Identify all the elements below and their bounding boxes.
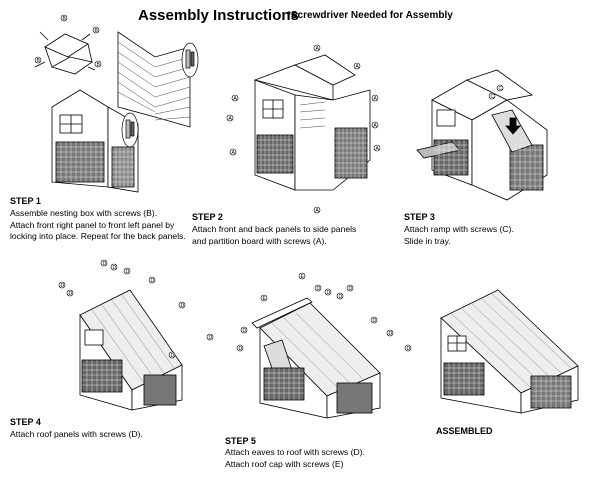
svg-text:D: D bbox=[69, 291, 73, 297]
svg-text:E: E bbox=[301, 274, 305, 280]
step2-text: Attach front and back panels to side pan… bbox=[192, 224, 357, 246]
svg-text:A: A bbox=[229, 116, 233, 122]
svg-text:D: D bbox=[103, 261, 107, 267]
assembled-heading: ASSEMBLED bbox=[436, 426, 493, 436]
svg-text:C: C bbox=[491, 94, 495, 100]
svg-text:A: A bbox=[232, 150, 236, 156]
svg-text:A: A bbox=[356, 64, 360, 70]
front-panels bbox=[51, 89, 139, 193]
step1-text: Assemble nesting box with screws (B). At… bbox=[10, 208, 186, 241]
step3-heading: STEP 3 bbox=[404, 212, 435, 222]
step5-text: Attach eaves to roof with screws (D). At… bbox=[225, 447, 365, 469]
back-panels bbox=[117, 31, 191, 128]
svg-text:D: D bbox=[373, 318, 377, 324]
step5-figure: E E D D D D D D D D D bbox=[232, 268, 422, 428]
svg-text:D: D bbox=[407, 346, 411, 352]
svg-text:E: E bbox=[263, 296, 267, 302]
lock-detail-bottom bbox=[121, 112, 139, 148]
step3-text: Attach ramp with screws (C). Slide in tr… bbox=[404, 224, 514, 246]
svg-text:D: D bbox=[243, 328, 247, 334]
nesting-box-parts bbox=[34, 31, 96, 75]
svg-text:A: A bbox=[234, 96, 238, 102]
svg-text:D: D bbox=[349, 286, 353, 292]
svg-text:A: A bbox=[376, 146, 380, 152]
svg-text:D: D bbox=[317, 286, 321, 292]
svg-text:B: B bbox=[97, 62, 101, 68]
screwdriver-note: *Screwdriver Needed for Assembly bbox=[287, 10, 453, 21]
screw-c-callouts: C C bbox=[488, 84, 504, 100]
svg-text:D: D bbox=[126, 269, 130, 275]
screw-callouts-step5: E E D D D D D D D D D bbox=[236, 272, 412, 352]
svg-text:C: C bbox=[499, 86, 503, 92]
svg-text:D: D bbox=[327, 290, 331, 296]
svg-text:A: A bbox=[316, 208, 320, 214]
step2-figure: A A A A A A A A A bbox=[225, 40, 385, 215]
screw-b-callouts: B B B B bbox=[34, 14, 102, 68]
svg-text:D: D bbox=[239, 346, 243, 352]
svg-text:D: D bbox=[171, 353, 175, 359]
step4-figure: D D D D D D D D D bbox=[52, 255, 222, 415]
svg-text:D: D bbox=[181, 303, 185, 309]
svg-text:D: D bbox=[339, 294, 343, 300]
svg-text:B: B bbox=[37, 58, 41, 64]
screw-a-callouts: A A A A A A A A A bbox=[226, 44, 381, 214]
svg-text:B: B bbox=[95, 28, 99, 34]
svg-text:D: D bbox=[389, 331, 393, 337]
svg-text:A: A bbox=[374, 123, 378, 129]
svg-text:B: B bbox=[63, 16, 67, 22]
svg-text:D: D bbox=[113, 265, 117, 271]
svg-text:A: A bbox=[374, 96, 378, 102]
svg-text:D: D bbox=[209, 335, 213, 341]
step1-figure: B B B B bbox=[30, 12, 220, 197]
step1-heading: STEP 1 bbox=[10, 196, 41, 206]
step3-figure: C C bbox=[412, 69, 557, 201]
step4-heading: STEP 4 bbox=[10, 417, 41, 427]
assembled-figure bbox=[436, 288, 586, 418]
screw-d-callouts-step4: D D D D D D D D D bbox=[58, 259, 214, 359]
lock-detail-top bbox=[181, 42, 199, 78]
page-title: Assembly Instructions bbox=[138, 7, 299, 24]
svg-text:A: A bbox=[316, 46, 320, 52]
step4-text: Attach roof panels with screws (D). bbox=[10, 429, 143, 439]
step5-heading: STEP 5 bbox=[225, 436, 256, 446]
svg-text:D: D bbox=[151, 278, 155, 284]
step2-heading: STEP 2 bbox=[192, 212, 223, 222]
svg-text:D: D bbox=[61, 283, 65, 289]
